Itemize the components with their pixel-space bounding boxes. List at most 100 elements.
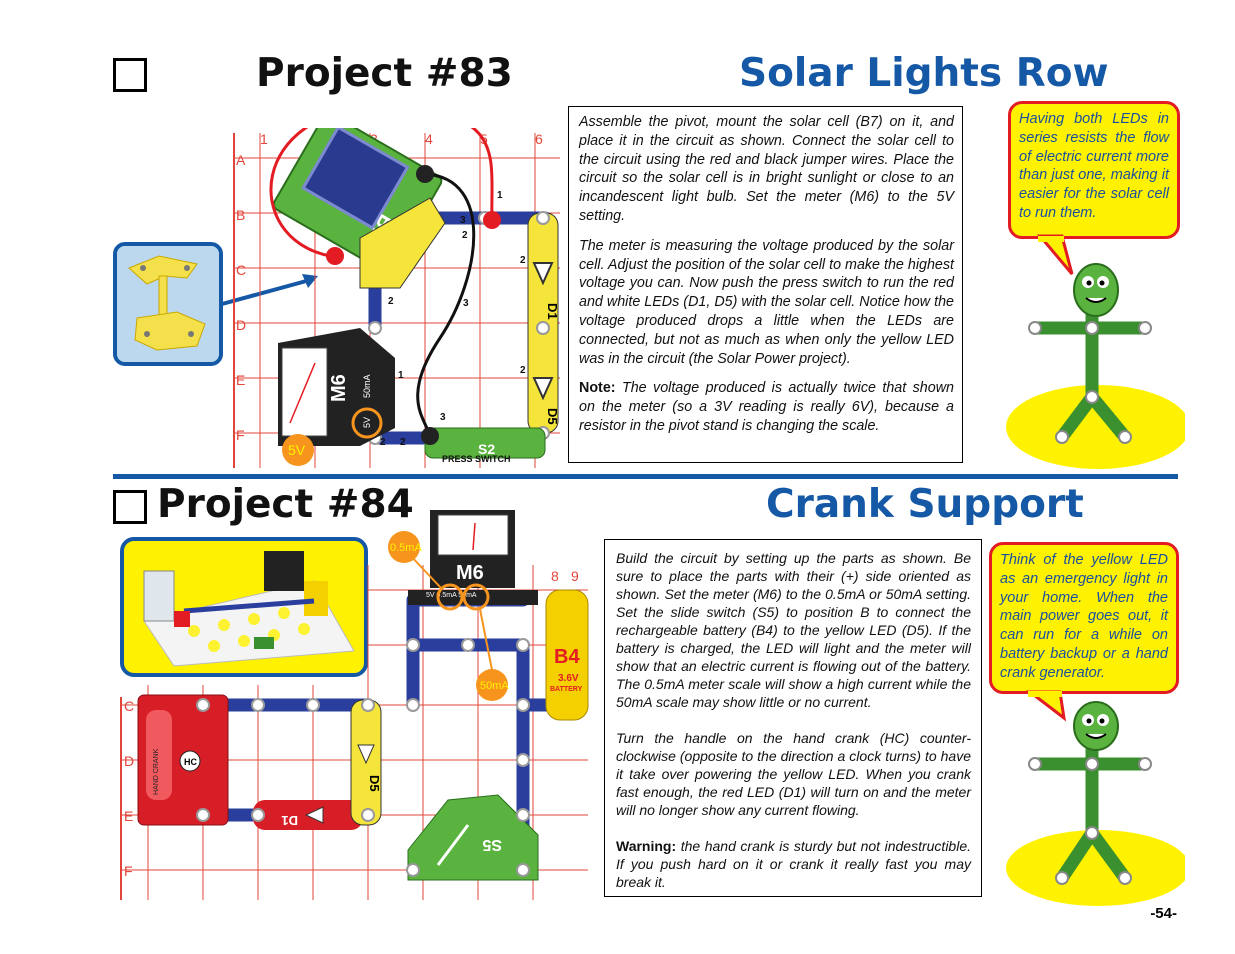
pivot-mount: [359, 197, 446, 289]
note-label: Note:: [579, 380, 616, 397]
segment-number: 2: [462, 230, 468, 241]
svg-text:5V 0.5mA 50mA: 5V 0.5mA 50mA: [426, 592, 477, 599]
svg-text:BATTERY: BATTERY: [550, 686, 583, 693]
crank-circuit-photo: [120, 537, 368, 677]
callout-5v: 5V: [282, 434, 314, 466]
row-label: F: [124, 863, 133, 879]
col-label: 6: [535, 131, 543, 147]
svg-text:M6: M6: [456, 562, 484, 584]
row-label: B: [236, 207, 245, 223]
battery-b4: B4 3.6V BATTERY: [545, 589, 589, 721]
pivot-stand-image: [117, 246, 219, 362]
col-label: 4: [425, 131, 433, 147]
svg-text:B4: B4: [554, 646, 580, 668]
pivot-photo: [113, 242, 223, 366]
svg-text:D1: D1: [545, 303, 560, 320]
mascot-head: [1073, 263, 1119, 317]
svg-text:HC: HC: [184, 757, 197, 767]
svg-text:S5: S5: [482, 836, 502, 853]
svg-text:50mA: 50mA: [362, 374, 372, 398]
led-d5: D5: [532, 377, 560, 425]
callout-50ma: 50mA: [476, 669, 509, 701]
svg-text:M6: M6: [328, 374, 350, 402]
led-d1: D1: [532, 262, 560, 320]
row-label: C: [236, 262, 246, 278]
segment-number: 3: [460, 215, 466, 226]
row-label: F: [236, 427, 245, 443]
segment-number: 3: [463, 298, 469, 309]
segment-number: 2: [520, 255, 526, 266]
project-84-title: Project #84: [157, 482, 414, 527]
mascot-83: [1006, 234, 1185, 469]
project-83-checkbox[interactable]: [113, 58, 147, 92]
project-83-speech-bubble: Having both LEDs in series resists the f…: [1008, 101, 1180, 239]
meter-50ma-highlight: [462, 583, 490, 611]
project-84-circuit-diagram: 8 9 C D E F B4 3.6V BATTERY M6 5V 0.5mA …: [120, 510, 589, 900]
project-83-title: Project #83: [256, 51, 513, 96]
circuit-photo-image: [143, 551, 355, 667]
meter-m6: M6 5V 0.5mA 50mA: [408, 510, 538, 605]
project-84-name: Crank Support: [766, 482, 1084, 527]
svg-text:PRESS SWITCH: PRESS SWITCH: [442, 454, 511, 464]
warning-paragraph: Warning: the hand crank is sturdy but no…: [616, 837, 971, 891]
svg-text:5V: 5V: [288, 442, 306, 458]
svg-text:50mA: 50mA: [480, 680, 509, 692]
meter-05ma-highlight: [436, 583, 464, 611]
row-label: C: [124, 698, 134, 714]
press-switch-s2: S2 PRESS SWITCH: [424, 427, 546, 464]
svg-text:D1: D1: [281, 813, 298, 828]
segment-number: 2: [380, 437, 386, 448]
warning-text: the hand crank is sturdy but not indestr…: [616, 838, 971, 890]
mascot-84: [1006, 690, 1185, 906]
project-84-instructions: Build the circuit by setting up the part…: [604, 539, 982, 897]
meter-m6: M6 5V 50mA: [278, 328, 395, 446]
col-label: 1: [260, 131, 268, 147]
col-label: 9: [571, 568, 579, 584]
led-d1: D1: [253, 800, 363, 830]
note-text: The voltage produced is actually twice t…: [579, 380, 954, 434]
mascot-shadow: [1006, 385, 1185, 469]
segment-number: 1: [497, 190, 503, 201]
svg-text:5V: 5V: [362, 417, 372, 428]
row-label: D: [236, 317, 246, 333]
project-83-instructions: Assemble the pivot, mount the solar cell…: [568, 106, 963, 463]
section-divider: [113, 474, 1178, 479]
segment-number: 2: [520, 365, 526, 376]
row-label: E: [236, 372, 245, 388]
svg-text:0.5mA: 0.5mA: [390, 542, 422, 554]
svg-text:HAND CRANK: HAND CRANK: [153, 748, 160, 795]
segment-number: 1: [398, 370, 404, 381]
segment-number: 2: [400, 437, 406, 448]
project-84-checkbox[interactable]: [113, 490, 147, 524]
segment-number: 3: [440, 412, 446, 423]
meter-5v-highlight: [351, 407, 383, 439]
project-84-speech-bubble: Think of the yellow LED as an emergency …: [989, 542, 1179, 694]
instruction-paragraph: Turn the handle on the hand crank (HC) c…: [616, 730, 971, 818]
note-paragraph: Note: The voltage produced is actually t…: [579, 379, 954, 435]
segment-number: 2: [388, 296, 394, 307]
project-83-circuit-diagram: 1 2 3 4 5 6 A B C D E F D1 D5 B7: [233, 128, 560, 468]
instruction-paragraph: Build the circuit by setting up the part…: [616, 550, 971, 710]
svg-text:D5: D5: [367, 775, 382, 792]
project-83-name: Solar Lights Row: [739, 51, 1109, 96]
instruction-paragraph: Assemble the pivot, mount the solar cell…: [579, 114, 954, 224]
hand-crank-hc: HC HAND CRANK: [137, 694, 229, 826]
row-label: E: [124, 808, 133, 824]
col-label: 8: [551, 568, 559, 584]
slide-switch-s5: S5: [407, 794, 539, 881]
mascot-shadow: [1006, 830, 1185, 906]
pointer-arrow: [221, 274, 318, 306]
svg-text:S2: S2: [478, 441, 495, 457]
instruction-paragraph: The meter is measuring the voltage produ…: [579, 237, 954, 367]
led-d5: D5: [350, 699, 382, 826]
warning-label: Warning:: [616, 838, 677, 854]
red-jumper-wire: [269, 128, 494, 258]
mascot-head: [1073, 701, 1119, 751]
black-jumper-wire: [416, 172, 476, 437]
svg-text:3.6V: 3.6V: [558, 673, 579, 684]
svg-text:D5: D5: [545, 408, 560, 425]
callout-05ma: 0.5mA: [388, 531, 422, 563]
page-number: -54-: [1150, 905, 1177, 922]
row-label: D: [124, 753, 134, 769]
row-label: A: [236, 152, 246, 168]
